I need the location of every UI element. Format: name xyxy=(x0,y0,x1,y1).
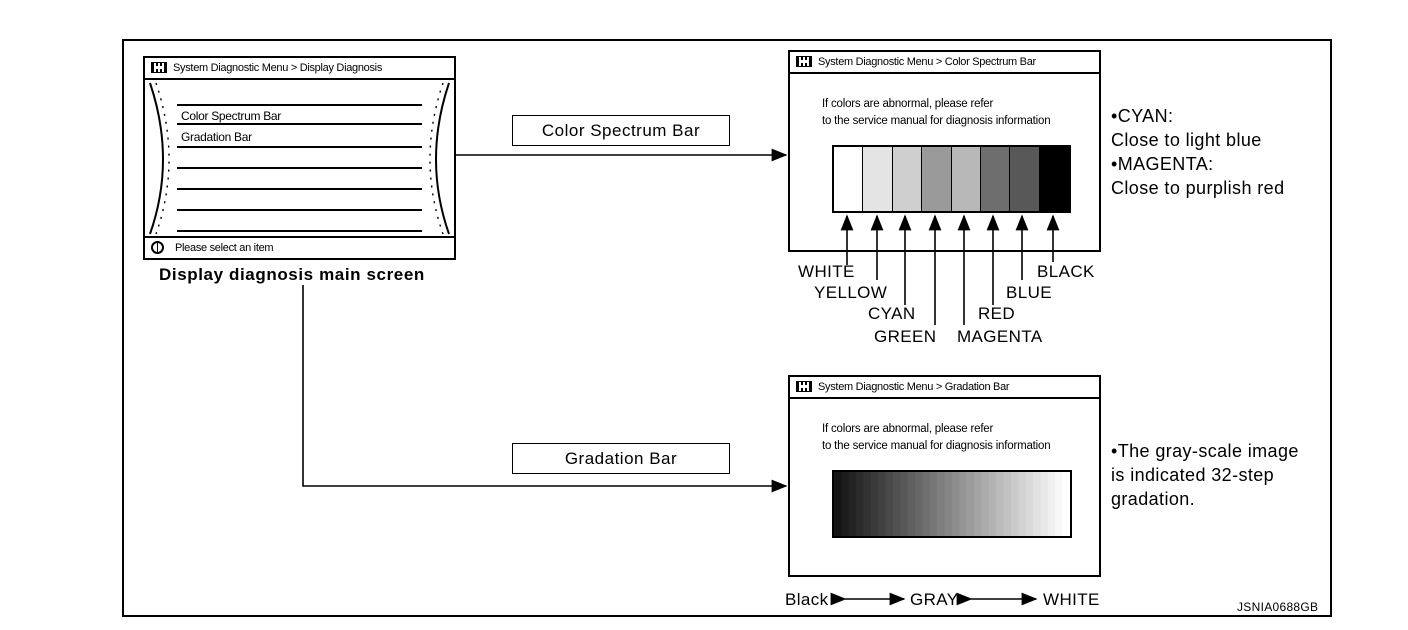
spectrum-segment-blue xyxy=(1010,147,1040,211)
color-label-red: RED xyxy=(978,304,1016,323)
gradation-notes: •The gray-scale image is indicated 32-st… xyxy=(1111,439,1299,511)
spectrum-segment-magenta xyxy=(951,147,981,211)
note-line: Close to purplish red xyxy=(1111,178,1285,198)
label-text: Gradation Bar xyxy=(564,449,678,468)
color-label-cyan: CYAN xyxy=(868,304,916,323)
note-line: •MAGENTA: xyxy=(1111,154,1214,174)
color-screen-titlebar: System Diagnostic Menu > Color Spectrum … xyxy=(790,52,1099,74)
reference-code: JSNIA0688GB xyxy=(1237,600,1319,614)
spectrum-segment-yellow xyxy=(863,147,893,211)
gradation-label: Gradation Bar xyxy=(512,443,730,474)
spectrum-segment-red xyxy=(980,147,1011,211)
spectrum-segment-green xyxy=(922,147,952,211)
color-label-magenta: MAGENTA xyxy=(957,327,1043,346)
gradation-screen-message: If colors are abnormal, please refer to … xyxy=(822,421,1051,455)
axis-label-black: Black xyxy=(785,590,829,609)
message-line: to the service manual for diagnosis info… xyxy=(822,440,1051,452)
gradation-bar xyxy=(832,470,1072,538)
note-line: gradation. xyxy=(1111,489,1196,509)
message-line: If colors are abnormal, please refer xyxy=(822,423,994,435)
color-label-white: WHITE xyxy=(798,262,855,281)
color-spectrum-bar xyxy=(832,145,1071,213)
message-line: If colors are abnormal, please refer xyxy=(822,98,994,110)
color-screen-message: If colors are abnormal, please refer to … xyxy=(822,96,1051,130)
menu-item-empty xyxy=(177,148,422,169)
color-spectrum-screen: System Diagnostic Menu > Color Spectrum … xyxy=(788,50,1101,252)
axis-label-gray: GRAY xyxy=(910,590,959,609)
spectrum-segment-cyan xyxy=(892,147,923,211)
message-line: to the service manual for diagnosis info… xyxy=(822,115,1051,127)
axis-label-white: WHITE xyxy=(1043,590,1100,609)
menu-item-gradation-bar[interactable]: Gradation Bar xyxy=(177,127,422,148)
menu-item-empty xyxy=(177,190,422,211)
dial-icon xyxy=(151,241,164,254)
scroll-arc-left xyxy=(149,82,164,235)
menu-item-empty xyxy=(177,211,422,232)
menu-item-label: Gradation Bar xyxy=(181,130,252,144)
label-text: Color Spectrum Bar xyxy=(541,121,701,140)
color-spectrum-label: Color Spectrum Bar xyxy=(512,115,730,146)
color-label-black: BLACK xyxy=(1037,262,1095,281)
note-line: •The gray-scale image xyxy=(1111,441,1299,461)
color-screen-title: System Diagnostic Menu > Color Spectrum … xyxy=(818,56,1036,68)
main-screen-titlebar: System Diagnostic Menu > Display Diagnos… xyxy=(145,58,454,80)
color-label-yellow: YELLOW xyxy=(814,283,888,302)
arrow-to-gradation xyxy=(302,285,788,493)
color-notes: •CYAN: Close to light blue •MAGENTA: Clo… xyxy=(1111,104,1285,200)
gradation-screen-titlebar: System Diagnostic Menu > Gradation Bar xyxy=(790,377,1099,399)
main-screen: System Diagnostic Menu > Display Diagnos… xyxy=(143,56,456,260)
diagram-frame xyxy=(122,39,1332,617)
main-screen-caption: Display diagnosis main screen xyxy=(159,265,425,284)
gradation-screen: System Diagnostic Menu > Gradation Bar I… xyxy=(788,375,1101,577)
color-label-green: GREEN xyxy=(874,327,937,346)
main-screen-footer: Please select an item xyxy=(145,236,454,258)
spectrum-segment-white xyxy=(834,147,864,211)
menu-item-empty xyxy=(177,169,422,190)
note-line: •CYAN: xyxy=(1111,106,1174,126)
menu-item-label: Color Spectrum Bar xyxy=(181,109,281,123)
keyboard-icon xyxy=(796,381,812,392)
keyboard-icon xyxy=(151,62,167,73)
gradation-screen-title: System Diagnostic Menu > Gradation Bar xyxy=(818,381,1010,393)
keyboard-icon xyxy=(796,56,812,67)
note-line: is indicated 32-step xyxy=(1111,465,1275,485)
scroll-arc-right xyxy=(435,82,450,235)
note-line: Close to light blue xyxy=(1111,130,1262,150)
menu-item-color-spectrum-bar[interactable]: Color Spectrum Bar xyxy=(177,104,422,125)
footer-text: Please select an item xyxy=(175,242,274,254)
color-label-blue: BLUE xyxy=(1006,283,1053,302)
spectrum-segment-black xyxy=(1039,147,1069,211)
main-screen-title: System Diagnostic Menu > Display Diagnos… xyxy=(173,62,383,74)
